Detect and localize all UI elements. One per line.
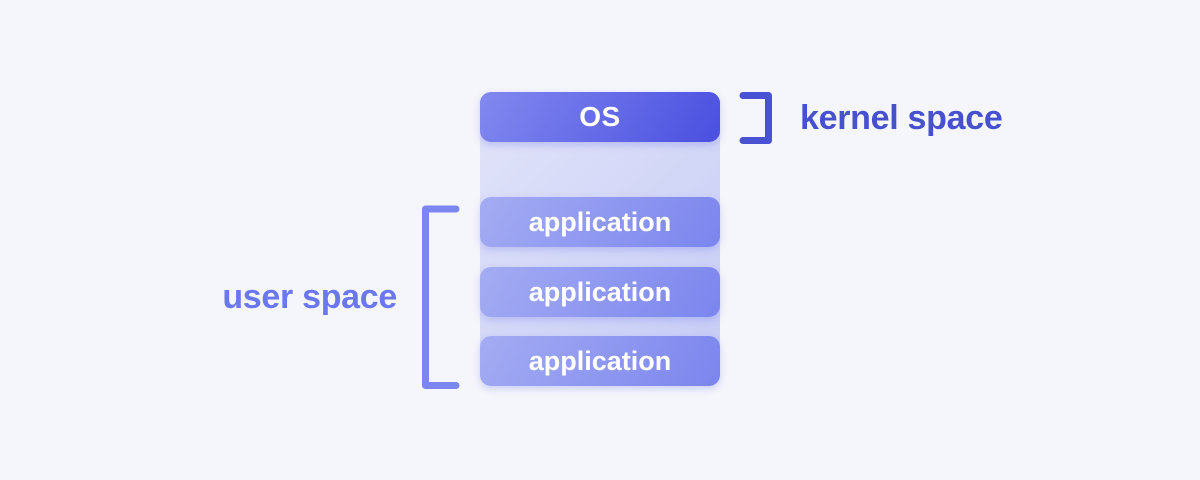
kernel-space-label: kernel space: [800, 98, 1003, 137]
kernel-space-bracket-icon: [739, 92, 772, 144]
application-box-label: application: [528, 276, 672, 307]
application-box-1: application: [480, 197, 720, 247]
os-box-label: OS: [579, 101, 621, 132]
application-box-3: application: [480, 336, 720, 386]
user-space-bracket-icon: [422, 205, 460, 389]
os-box: OS: [480, 92, 720, 142]
application-box-label: application: [528, 345, 672, 376]
application-box-2: application: [480, 267, 720, 317]
user-space-label: user space: [222, 277, 397, 316]
application-box-label: application: [528, 206, 672, 237]
